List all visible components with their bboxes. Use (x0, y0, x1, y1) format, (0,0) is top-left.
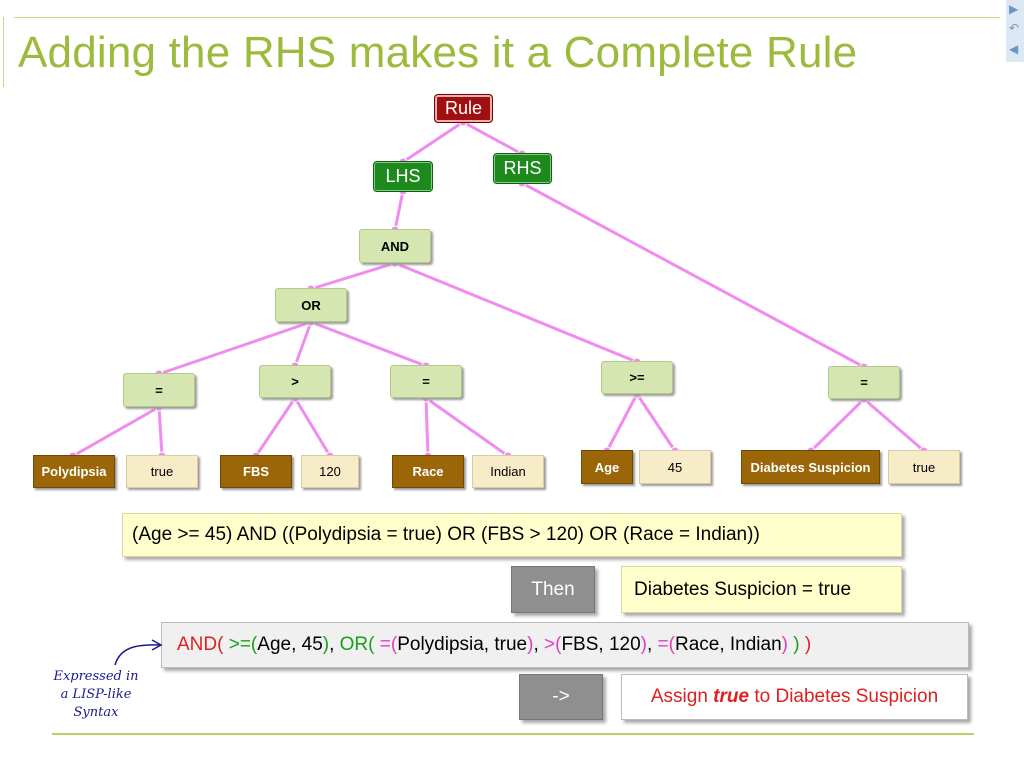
lisp-eq2-args: Race, Indian (674, 634, 782, 655)
leaf-true-1[interactable]: true (126, 455, 198, 488)
node-lhs[interactable]: LHS (373, 161, 433, 192)
note-line-3: Syntax (73, 705, 119, 720)
edge-and-gte (394, 261, 638, 364)
lisp-note: Expressed in a LISP-like Syntax (46, 668, 146, 722)
lisp-or-open: OR( (339, 634, 375, 655)
slide-nav[interactable]: ▶ ↶ ◀ (1006, 0, 1024, 62)
edge-eq2-indian (425, 396, 509, 458)
condition-box: (Age >= 45) AND ((Polydipsia = true) OR … (122, 513, 902, 557)
footer-rule-line (52, 733, 974, 735)
leaf-polydipsia[interactable]: Polydipsia (33, 455, 115, 488)
leaf-age[interactable]: Age (581, 450, 633, 484)
previous-arrow-icon[interactable]: ◀ (1009, 42, 1019, 56)
lisp-gt-args: FBS, 120 (561, 634, 641, 655)
title-side-line (3, 17, 4, 87)
node-rule[interactable]: Rule (434, 94, 493, 123)
edge-rule-rhs (462, 120, 523, 156)
edge-gte-age (605, 393, 639, 452)
leaf-true-2[interactable]: true (888, 450, 960, 484)
node-rhs[interactable]: RHS (493, 153, 552, 184)
lisp-comma-3: , (646, 634, 653, 655)
action-box: Diabetes Suspicion = true (621, 566, 902, 613)
lisp-gte-args: Age, 45 (257, 634, 323, 655)
leaf-indian[interactable]: Indian (472, 455, 544, 488)
slide-title: Adding the RHS makes it a Complete Rule (18, 28, 858, 77)
edge-or-eq1 (158, 320, 312, 376)
edge-eq3-true (863, 397, 925, 453)
arrow-label: -> (519, 674, 603, 720)
condition-text: (Age >= 45) AND ((Polydipsia = true) OR … (132, 524, 760, 545)
node-equals-2[interactable]: = (390, 365, 462, 398)
title-rule-line (14, 17, 1000, 18)
note-line-1: Expressed in (53, 669, 139, 684)
leaf-120[interactable]: 120 (301, 455, 359, 488)
lisp-eq2-op: =( (657, 634, 675, 655)
assign-post: to Diabetes Suspicion (754, 686, 939, 707)
leaf-diabetes-suspicion[interactable]: Diabetes Suspicion (741, 450, 880, 484)
edge-or-gt (293, 321, 313, 367)
lisp-gte-close: ) (322, 634, 330, 655)
edge-eq2-race (424, 397, 430, 457)
edge-eq3-diabetes (809, 397, 866, 453)
lisp-eq1-args: Polydipsia, true (397, 634, 528, 655)
edge-and-or (310, 261, 396, 291)
lisp-gt-close: ) (640, 634, 647, 655)
note-line-2: a LISP-like (60, 687, 132, 702)
next-arrow-icon[interactable]: ▶ (1009, 2, 1019, 16)
leaf-45[interactable]: 45 (639, 450, 711, 484)
lisp-eq1-op: =( (379, 634, 398, 655)
lisp-comma-2: , (533, 634, 539, 655)
lisp-and-open: AND( (177, 634, 224, 655)
edge-rhs-eq3 (521, 181, 865, 369)
lisp-expression: AND( >=(Age, 45), OR( =(Polydipsia, true… (161, 622, 969, 668)
assign-value: true (713, 686, 750, 707)
edge-eq1-true (157, 406, 164, 457)
edge-or-eq2 (310, 320, 427, 368)
lisp-and-close: ) (804, 634, 812, 655)
edge-rule-lhs (402, 120, 464, 164)
then-label: Then (511, 566, 595, 613)
lisp-eq1-close: ) (527, 634, 534, 655)
leaf-fbs[interactable]: FBS (220, 455, 292, 488)
lisp-gt-op: >( (544, 634, 562, 655)
node-equals-3[interactable]: = (828, 366, 900, 399)
node-equals-1[interactable]: = (123, 373, 195, 407)
edge-gt-120 (293, 397, 332, 457)
edge-lhs-and (393, 190, 405, 231)
lisp-eq2-close: ) (781, 634, 788, 655)
leaf-race[interactable]: Race (392, 455, 464, 488)
lisp-comma-1: , (329, 634, 335, 655)
node-greater-equal[interactable]: >= (601, 361, 673, 394)
return-icon[interactable]: ↶ (1009, 21, 1020, 35)
lisp-or-close: ) (793, 634, 800, 655)
action-text: Diabetes Suspicion = true (634, 578, 852, 600)
edge-gt-fbs (254, 397, 297, 457)
assign-pre: Assign (650, 686, 708, 707)
node-and[interactable]: AND (359, 229, 431, 263)
assign-box: Assign true to Diabetes Suspicion (621, 674, 968, 720)
lisp-gte-op: >=( (228, 634, 258, 655)
node-or[interactable]: OR (275, 288, 347, 322)
edge-gte-45 (635, 393, 677, 452)
edge-eq1-polydipsia (72, 405, 160, 458)
node-greater-than[interactable]: > (259, 365, 331, 398)
